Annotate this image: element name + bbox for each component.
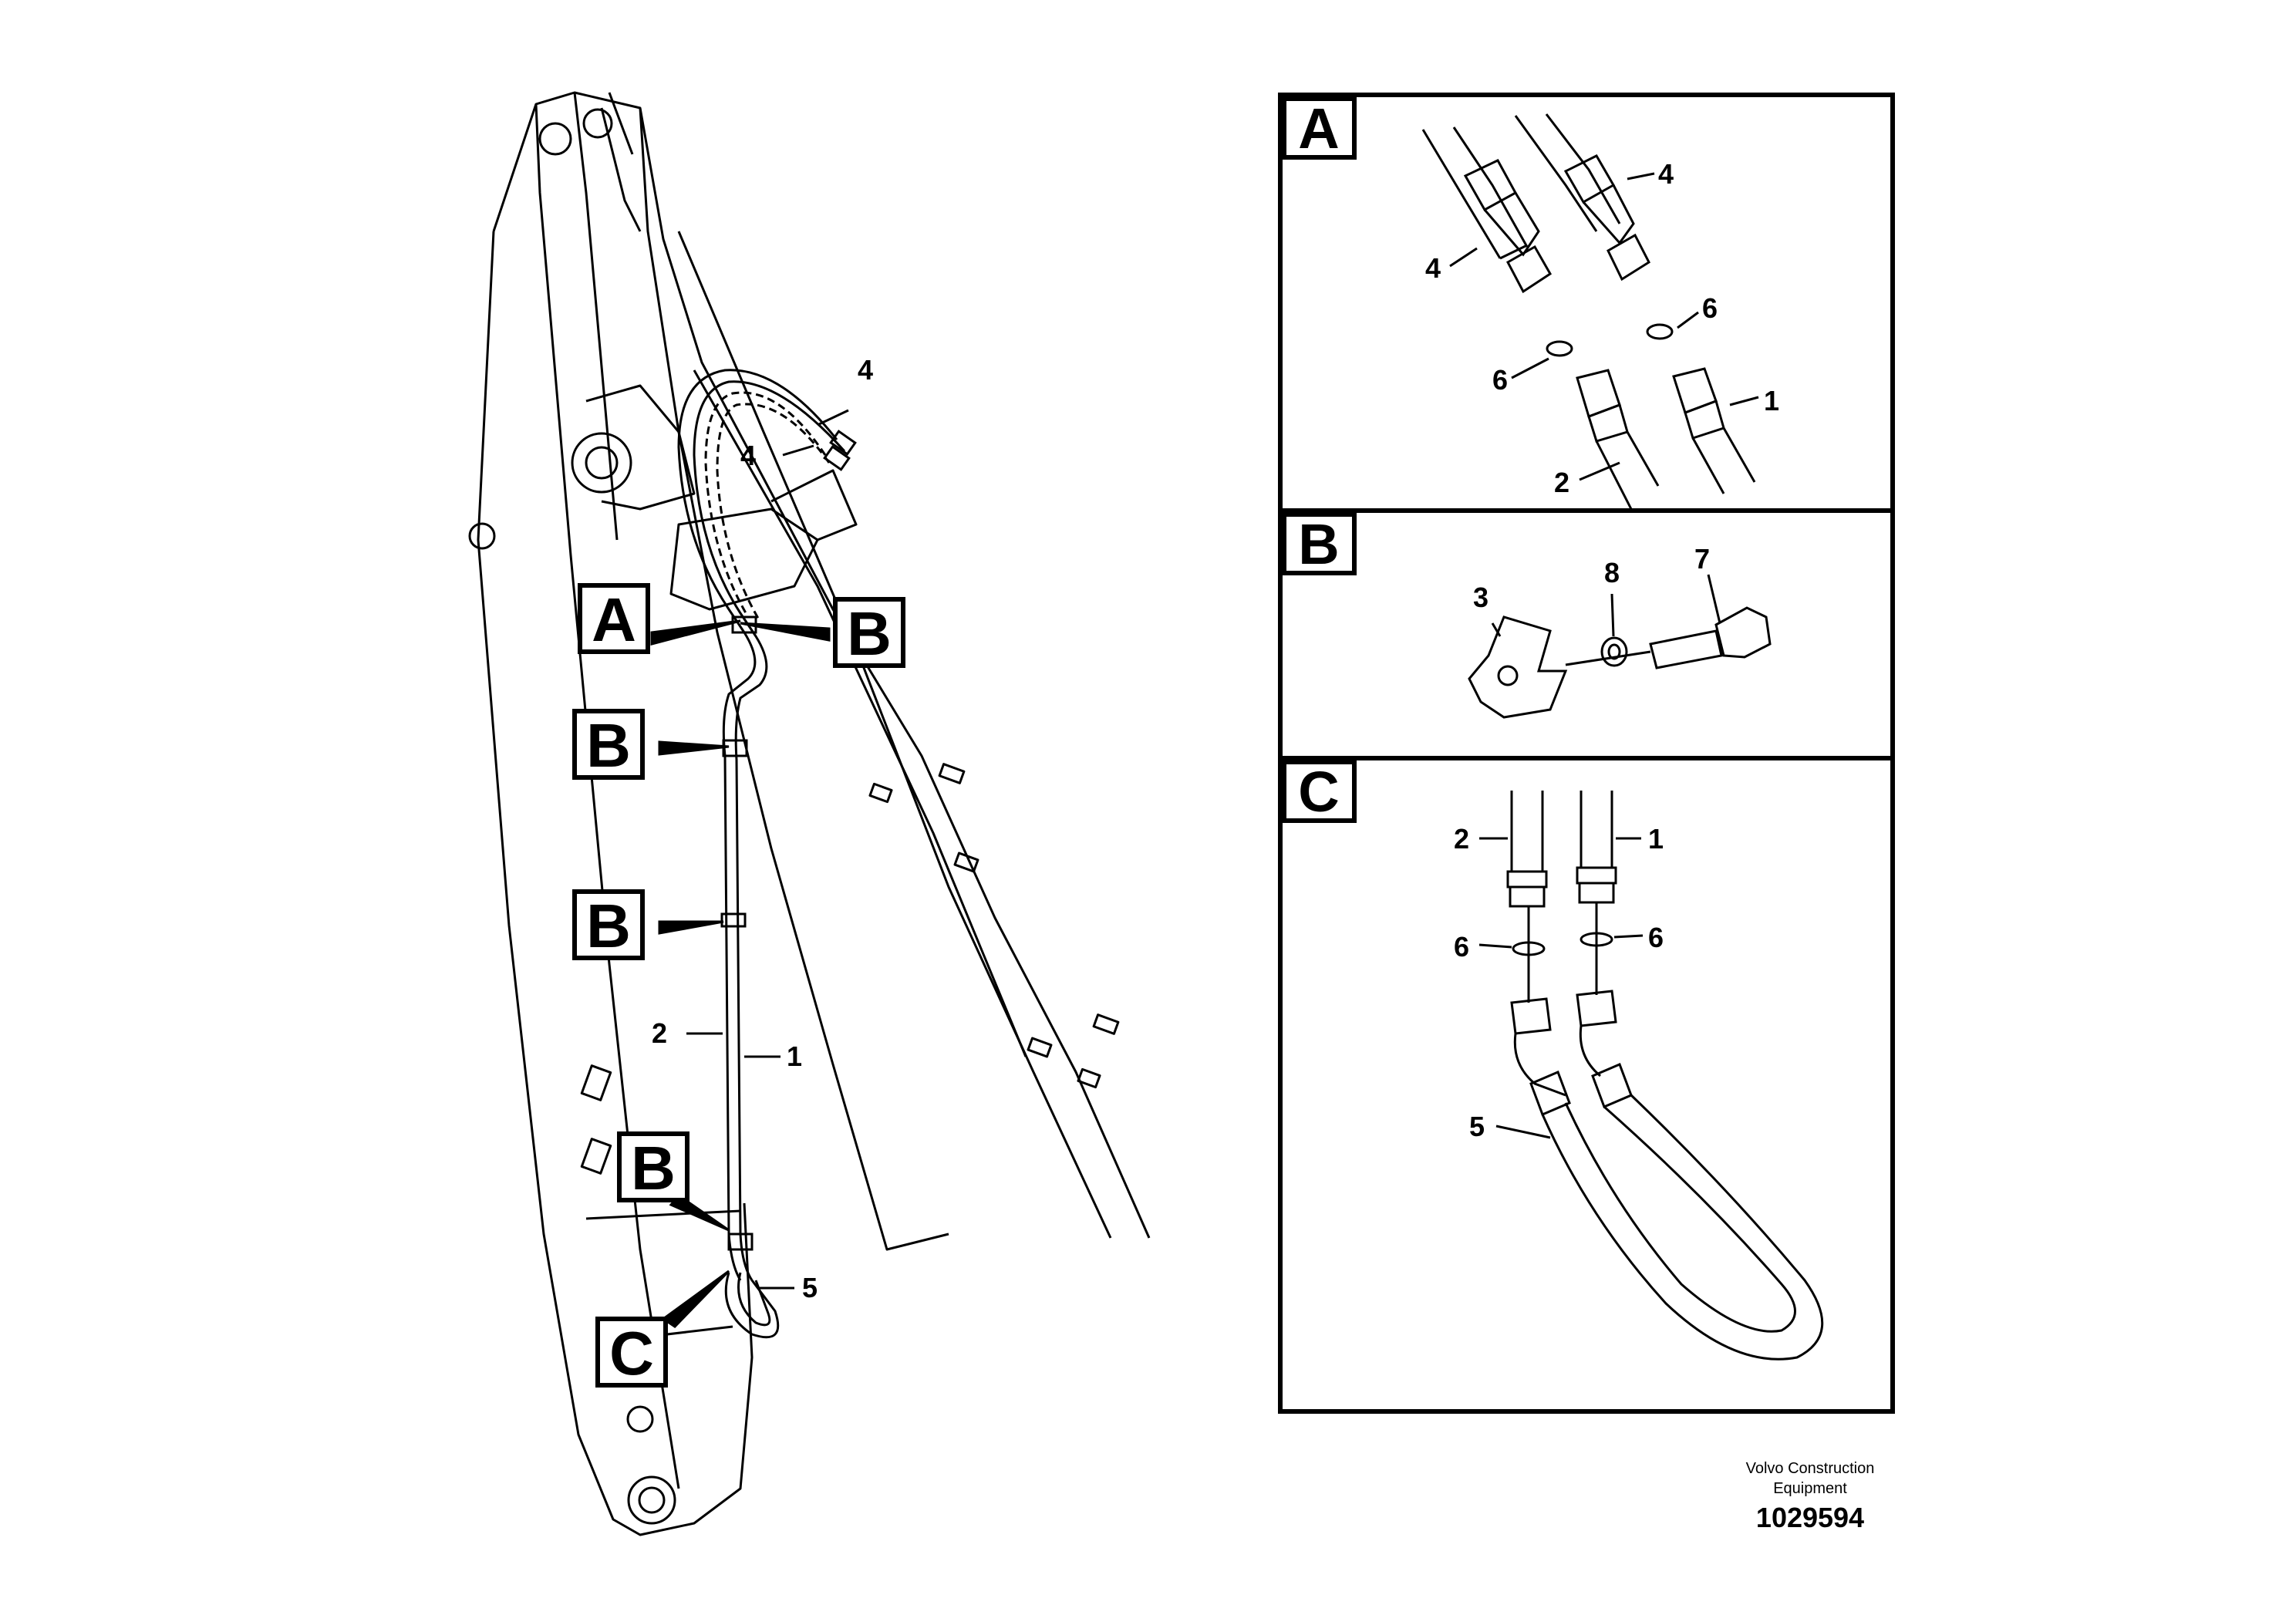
callout-b-fourth: B — [617, 1131, 689, 1202]
hose-1-label: 1 — [787, 1040, 802, 1072]
panel-a: A — [1282, 96, 1779, 510]
svg-text:B: B — [847, 599, 892, 668]
svg-text:6: 6 — [1454, 931, 1469, 963]
callout-b-top: B — [833, 597, 905, 668]
svg-text:A: A — [592, 585, 636, 654]
boom-illustration — [468, 91, 1151, 1536]
svg-text:B: B — [586, 711, 631, 780]
svg-text:C: C — [1298, 760, 1339, 824]
svg-text:6: 6 — [1492, 364, 1508, 396]
hose-4-lower-label: 4 — [740, 440, 756, 471]
main-leaders — [650, 409, 849, 1328]
svg-text:C: C — [609, 1319, 654, 1388]
hose-routing — [677, 369, 857, 1339]
svg-text:4: 4 — [1658, 158, 1674, 190]
hose-2-label: 2 — [652, 1017, 667, 1049]
svg-text:B: B — [586, 892, 631, 960]
hose-4-upper-label: 4 — [858, 354, 873, 386]
svg-text:6: 6 — [1702, 292, 1718, 324]
svg-text:4: 4 — [1425, 252, 1441, 284]
svg-text:B: B — [1298, 512, 1339, 576]
callout-b-second: B — [572, 709, 645, 780]
svg-text:8: 8 — [1604, 557, 1620, 588]
detail-panels-frame — [1278, 93, 1895, 1414]
document-number: 1029594 — [1756, 1502, 1864, 1533]
maker-name-line1: Volvo Construction — [1746, 1460, 1875, 1477]
svg-text:1: 1 — [1648, 823, 1664, 855]
maker-name-line2: Equipment — [1773, 1480, 1847, 1497]
callout-c: C — [595, 1317, 668, 1388]
svg-text:2: 2 — [1454, 823, 1469, 855]
svg-text:6: 6 — [1648, 922, 1664, 953]
panel-c: C — [1282, 760, 1824, 1361]
svg-text:1: 1 — [1764, 385, 1779, 416]
svg-text:2: 2 — [1554, 467, 1569, 498]
svg-text:B: B — [631, 1134, 676, 1202]
svg-text:3: 3 — [1473, 582, 1489, 613]
callout-b-third: B — [572, 889, 645, 960]
panel-b: B 3 8 7 — [1282, 512, 1772, 719]
hose-5-label: 5 — [802, 1272, 818, 1303]
svg-text:A: A — [1298, 96, 1339, 160]
callout-a: A — [578, 583, 650, 654]
svg-text:7: 7 — [1694, 543, 1710, 575]
svg-text:5: 5 — [1469, 1111, 1485, 1142]
